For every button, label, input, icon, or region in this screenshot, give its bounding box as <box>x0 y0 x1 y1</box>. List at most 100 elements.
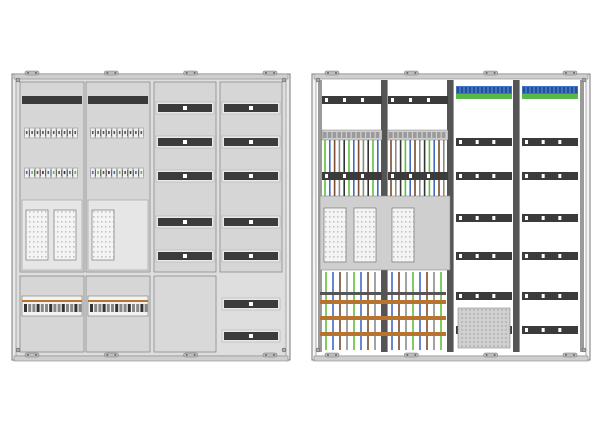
terminal-screw <box>509 87 511 93</box>
mounting-screw-icon <box>27 354 29 356</box>
mounting-screw-icon <box>406 72 409 74</box>
terminal-slot <box>123 304 127 312</box>
hinge-clip <box>404 352 419 358</box>
circuit-breaker-icon <box>427 132 431 138</box>
cover-latch <box>249 254 253 258</box>
hinge-clip <box>183 70 198 76</box>
vertical-rail <box>580 80 584 352</box>
mounting-screw-icon <box>573 72 575 74</box>
terminal-screw <box>493 87 495 93</box>
mounting-screw-icon <box>265 354 267 356</box>
hinge-clip <box>262 352 278 358</box>
terminal-screw <box>575 87 577 93</box>
busbar-support <box>320 292 446 295</box>
left-blank-cover <box>153 275 217 353</box>
hinge-clip <box>262 70 278 76</box>
mounting-screw-icon <box>193 354 196 356</box>
left-bottom-hinge-bar <box>13 352 289 362</box>
terminal-slot <box>127 304 131 312</box>
breaker-toggle <box>47 171 50 174</box>
din-rail <box>456 252 512 260</box>
circuit-breaker-icon <box>409 98 412 102</box>
left-distribution-column-4 <box>219 81 283 343</box>
mounting-screw-icon <box>273 72 275 74</box>
terminal-screw <box>477 87 479 93</box>
mounting-screw-icon <box>493 354 496 356</box>
cover-latch <box>183 254 187 258</box>
hinge-clip <box>104 70 119 76</box>
circuit-breaker-icon <box>427 98 430 102</box>
breaker-toggle <box>42 131 44 134</box>
din-rail <box>522 138 578 146</box>
circuit-breaker-icon <box>391 98 394 102</box>
circuit-breaker-icon <box>541 140 545 144</box>
circuit-breaker-icon <box>427 174 430 178</box>
circuit-breaker-icon <box>492 216 496 220</box>
circuit-breaker-icon <box>459 216 462 220</box>
circuit-breaker-icon <box>492 254 496 258</box>
circuit-breaker-icon <box>323 132 327 138</box>
circuit-breaker-icon <box>475 216 479 220</box>
terminal-slot <box>106 304 110 312</box>
right-perforated-plate <box>457 307 511 349</box>
circuit-breaker-icon <box>525 328 528 332</box>
terminal-screw <box>567 87 569 93</box>
left-breaker-row-2 <box>24 167 78 179</box>
breaker-toggle <box>97 131 99 134</box>
breaker-toggle <box>118 171 121 174</box>
mounting-screw-icon <box>273 354 275 356</box>
din-rail <box>388 96 448 104</box>
terminal-screw <box>489 87 491 93</box>
din-rail <box>456 214 512 222</box>
circuit-breaker-icon <box>558 328 562 332</box>
circuit-breaker-icon <box>492 294 496 298</box>
circuit-breaker-icon <box>475 140 479 144</box>
terminal-slot <box>144 304 148 312</box>
terminal-slot <box>28 304 32 312</box>
meter-icon <box>391 207 415 263</box>
terminal-screw <box>551 87 553 93</box>
din-rail <box>522 214 578 222</box>
circuit-breaker-icon <box>90 304 148 312</box>
breaker-toggle <box>129 131 132 134</box>
mounting-screw-icon <box>414 354 417 356</box>
hinge-clip <box>483 70 498 76</box>
right-wiring <box>324 140 445 350</box>
breaker-toggle <box>69 171 71 174</box>
circuit-breaker-icon <box>389 132 393 138</box>
mounting-screw-icon <box>493 72 496 74</box>
breaker-toggle <box>97 171 99 174</box>
breaker-toggle <box>36 171 39 174</box>
circuit-breaker-icon <box>417 132 422 138</box>
mounting-screw-icon <box>35 72 37 74</box>
hinge-bar <box>313 73 589 80</box>
hinge-clip <box>324 70 340 76</box>
hinge-clip <box>24 352 40 358</box>
mounting-screw-icon <box>565 72 567 74</box>
cover-latch <box>249 302 253 306</box>
column-divider <box>513 80 519 352</box>
mounting-screw-icon <box>485 354 488 356</box>
mounting-screw-icon <box>565 354 567 356</box>
mounting-screw-icon <box>406 354 409 356</box>
breaker-toggle <box>42 171 44 174</box>
hinge-clip <box>483 352 498 358</box>
circuit-breaker-icon <box>459 294 462 298</box>
cover-latch <box>249 140 253 144</box>
circuit-breaker-icon <box>541 216 545 220</box>
din-rail <box>322 172 382 180</box>
left-top-hinge-bar <box>13 70 289 80</box>
din-rail <box>456 292 512 300</box>
mounting-screw-icon <box>185 72 188 74</box>
cover-latch <box>183 220 187 224</box>
mounting-screw-icon <box>27 72 29 74</box>
breaker-toggle <box>25 131 28 134</box>
circuit-breaker-icon <box>475 174 479 178</box>
circuit-breaker-icon <box>525 254 528 258</box>
busbar-icon <box>320 292 446 336</box>
left-meter-field-1 <box>19 81 85 273</box>
breaker-toggle <box>31 171 33 174</box>
terminal-slot <box>66 304 69 312</box>
mounting-screw-icon <box>193 72 196 74</box>
mounting-screw-icon <box>265 72 267 74</box>
